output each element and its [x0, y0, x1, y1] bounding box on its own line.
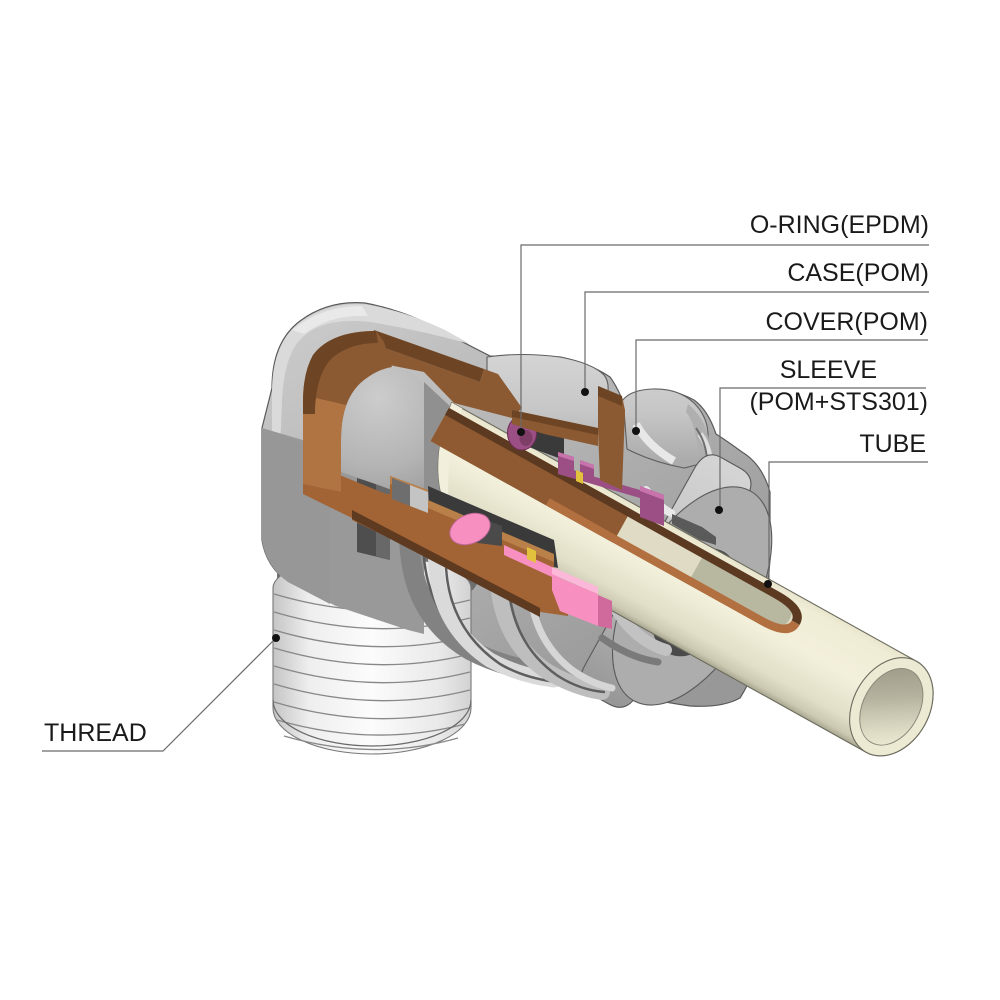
svg-text:O-RING(EPDM): O-RING(EPDM): [750, 211, 929, 239]
svg-text:COVER(POM): COVER(POM): [766, 308, 929, 336]
svg-text:CASE(POM): CASE(POM): [787, 259, 929, 287]
svg-text:(POM+STS301): (POM+STS301): [749, 388, 928, 416]
svg-text:THREAD: THREAD: [44, 719, 147, 747]
svg-text:SLEEVE: SLEEVE: [780, 356, 877, 384]
svg-text:TUBE: TUBE: [859, 430, 926, 458]
